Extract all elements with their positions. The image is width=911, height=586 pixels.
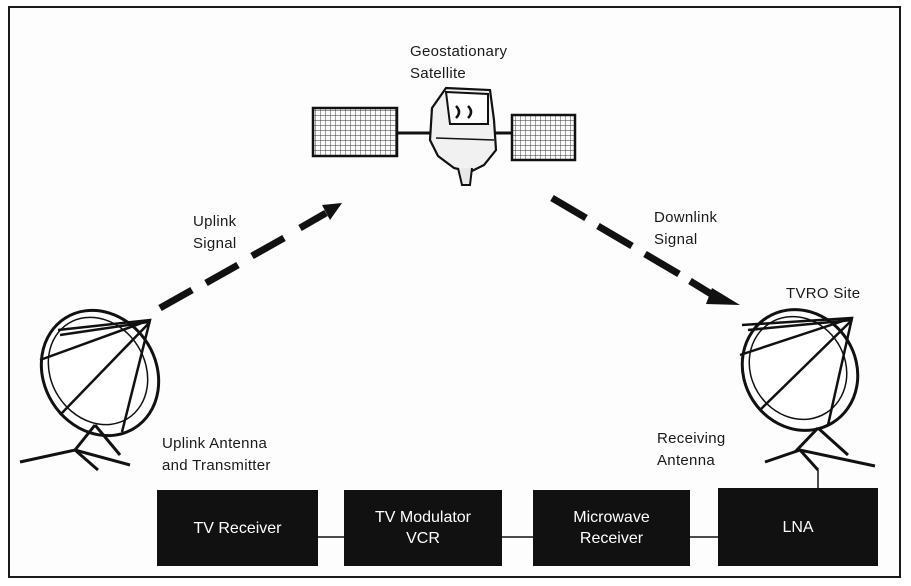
tv-modulator-box: TV Modulator VCR: [344, 490, 502, 566]
microwave-receiver-box: Microwave Receiver: [533, 490, 690, 566]
downlink-signal-label-line2: Signal: [654, 231, 698, 248]
tv-modulator-label-line1: TV Modulator: [374, 509, 472, 526]
lna-box: LNA: [718, 488, 878, 566]
satellite-label-line1: Geostationary: [410, 43, 508, 60]
receiving-dish-icon: [739, 308, 876, 472]
tvro-site-label: TVRO Site: [786, 285, 861, 302]
tv-modulator-label-line2: VCR: [406, 530, 440, 547]
downlink-signal-label-line1: Downlink: [654, 209, 718, 226]
receiving-antenna-label-line1: Receiving: [657, 430, 726, 447]
uplink-signal-label-line1: Uplink: [193, 213, 237, 230]
microwave-receiver-label-line1: Microwave: [573, 509, 650, 526]
satellite-icon: [311, 86, 577, 186]
tv-receiver-box: TV Receiver: [157, 490, 318, 566]
satellite-label-line2: Satellite: [410, 65, 467, 82]
receiving-antenna-label: Receiving Antenna: [657, 428, 726, 472]
uplink-signal-label: Uplink Signal: [193, 211, 237, 255]
downlink-signal-label: Downlink Signal: [654, 207, 717, 251]
lna-label: LNA: [782, 518, 814, 536]
downlink-arrow: [550, 194, 740, 305]
receiving-antenna-label-line2: Antenna: [657, 452, 715, 469]
uplink-dish-icon: [19, 308, 161, 472]
uplink-signal-label-line2: Signal: [193, 235, 237, 252]
tv-receiver-label: TV Receiver: [193, 519, 282, 537]
uplink-antenna-label-line2: and Transmitter: [162, 457, 271, 474]
signal-chain-lines: [318, 470, 819, 538]
uplink-arrow: [158, 203, 342, 312]
satellite-label: Geostationary Satellite: [410, 41, 507, 85]
microwave-receiver-label-line2: Receiver: [579, 530, 644, 547]
uplink-antenna-label: Uplink Antenna and Transmitter: [162, 433, 271, 477]
uplink-antenna-label-line1: Uplink Antenna: [162, 435, 268, 452]
